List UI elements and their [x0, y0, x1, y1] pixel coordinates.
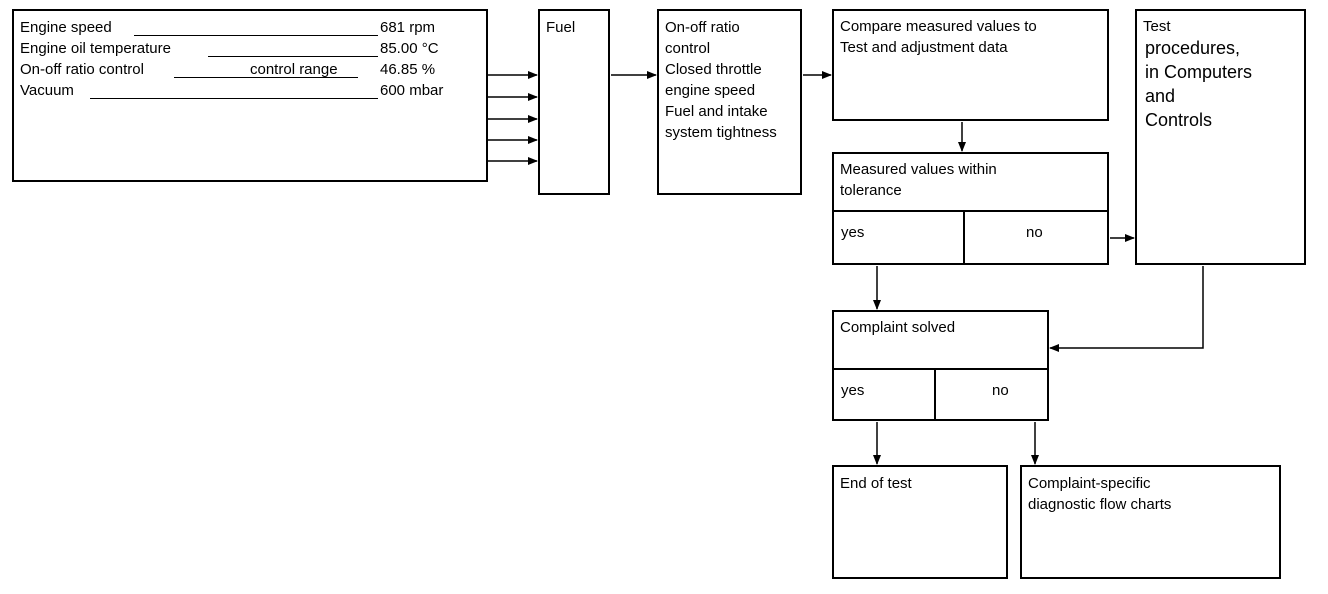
complaint-specific-line-1: Complaint-specific: [1028, 475, 1151, 492]
engine-speed-leader: [134, 35, 378, 36]
checks-line-1: On-off ratio: [665, 19, 740, 36]
tolerance-line-2: tolerance: [840, 182, 902, 199]
test-procedures-line-1: Test: [1143, 18, 1171, 35]
tolerance-yes: yes: [841, 224, 865, 241]
vacuum-value: 600 mbar: [380, 82, 444, 99]
complaint-yes: yes: [841, 382, 865, 399]
vacuum-leader: [90, 98, 378, 99]
checks-box: On-off ratio control Closed throttle eng…: [657, 9, 802, 195]
end-of-test-label: End of test: [840, 475, 912, 492]
complaint-specific-box: Complaint-specific diagnostic flow chart…: [1020, 465, 1281, 579]
tolerance-divider-h: [834, 210, 1107, 212]
end-of-test-box: End of test: [832, 465, 1008, 579]
checks-line-3: Closed throttle: [665, 61, 762, 78]
arrow-test-complaint: [1049, 266, 1204, 352]
tolerance-no: no: [1026, 224, 1043, 241]
checks-line-6: system tightness: [665, 124, 777, 141]
readings-box: Engine speed 681 rpm Engine oil temperat…: [12, 9, 488, 182]
complaint-divider-h: [834, 368, 1047, 370]
on-off-ratio-label: On-off ratio control: [20, 61, 144, 78]
complaint-divider-v: [934, 368, 936, 419]
test-procedures-line-3: in Computers: [1145, 62, 1253, 82]
complaint-solved-box: Complaint solved yes no: [832, 310, 1049, 421]
checks-line-5: Fuel and intake: [665, 103, 768, 120]
test-procedures-box: Test procedures, in Computers and Contro…: [1135, 9, 1306, 265]
tolerance-line-1: Measured values within: [840, 161, 997, 178]
test-procedures-line-5: Controls: [1145, 110, 1213, 130]
on-off-ratio-value: 46.85 %: [380, 61, 436, 78]
engine-speed-label: Engine speed: [20, 19, 112, 36]
on-off-ratio-leader: [174, 77, 358, 78]
engine-speed-value: 681 rpm: [380, 19, 436, 36]
tolerance-divider-v: [963, 210, 965, 263]
vacuum-label: Vacuum: [20, 82, 74, 99]
complaint-no: no: [992, 382, 1009, 399]
complaint-solved-label: Complaint solved: [840, 319, 956, 336]
control-range-label: control range: [250, 61, 338, 78]
oil-temp-value: 85.00 °C: [380, 40, 439, 57]
test-procedures-line-2: procedures,: [1145, 38, 1241, 58]
complaint-specific-line-2: diagnostic flow charts: [1028, 496, 1172, 513]
checks-line-4: engine speed: [665, 82, 756, 99]
oil-temp-leader: [208, 56, 378, 57]
checks-line-2: control: [665, 40, 711, 57]
fuel-label: Fuel: [546, 19, 576, 36]
test-procedures-line-4: and: [1145, 86, 1176, 106]
oil-temp-label: Engine oil temperature: [20, 40, 171, 57]
tolerance-box: Measured values within tolerance yes no: [832, 152, 1109, 265]
compare-box: Compare measured values to Test and adju…: [832, 9, 1109, 121]
compare-line-1: Compare measured values to: [840, 18, 1037, 35]
fuel-box: Fuel: [538, 9, 610, 195]
compare-line-2: Test and adjustment data: [840, 39, 1008, 56]
